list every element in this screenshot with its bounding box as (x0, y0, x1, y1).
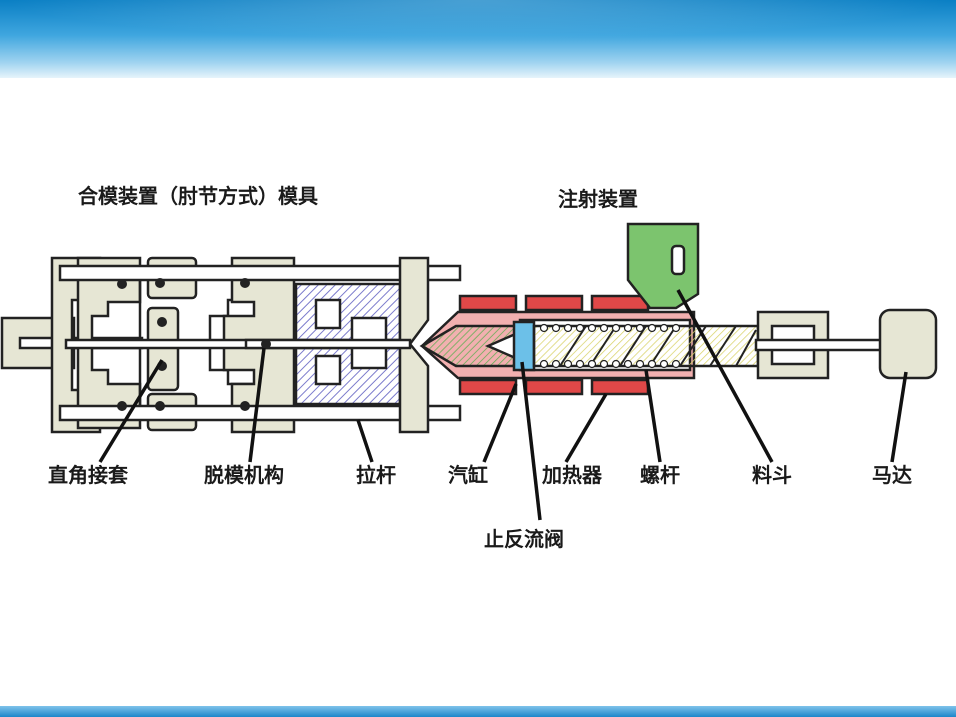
cylinder-label: 汽缸 (448, 463, 488, 487)
leader-lines (98, 289, 908, 521)
screw-label: 螺杆 (640, 463, 680, 487)
tie-bar-top (58, 264, 462, 282)
clamping-unit (0, 256, 462, 434)
injection-unit-heading: 注射装置 (558, 187, 638, 211)
clamping-unit-heading: 合模装置（肘节方式）模具 (78, 184, 318, 208)
fixed-platen (398, 256, 430, 434)
toggle-sleeve-label: 直角接套 (48, 463, 128, 487)
slide-header-band (0, 0, 956, 78)
motor-label: 马达 (872, 463, 912, 487)
check-valve (512, 320, 536, 372)
ejector-label: 脱模机构 (204, 463, 284, 487)
check-valve-label: 止反流阀 (484, 527, 564, 551)
motor-block (878, 308, 938, 380)
tie-bar-label: 拉杆 (356, 463, 396, 487)
heater-label: 加热器 (541, 463, 603, 487)
hopper-label: 料斗 (752, 463, 792, 487)
injection-unit (419, 222, 938, 396)
heater-band (458, 294, 518, 312)
slide-footer-band (0, 706, 956, 717)
